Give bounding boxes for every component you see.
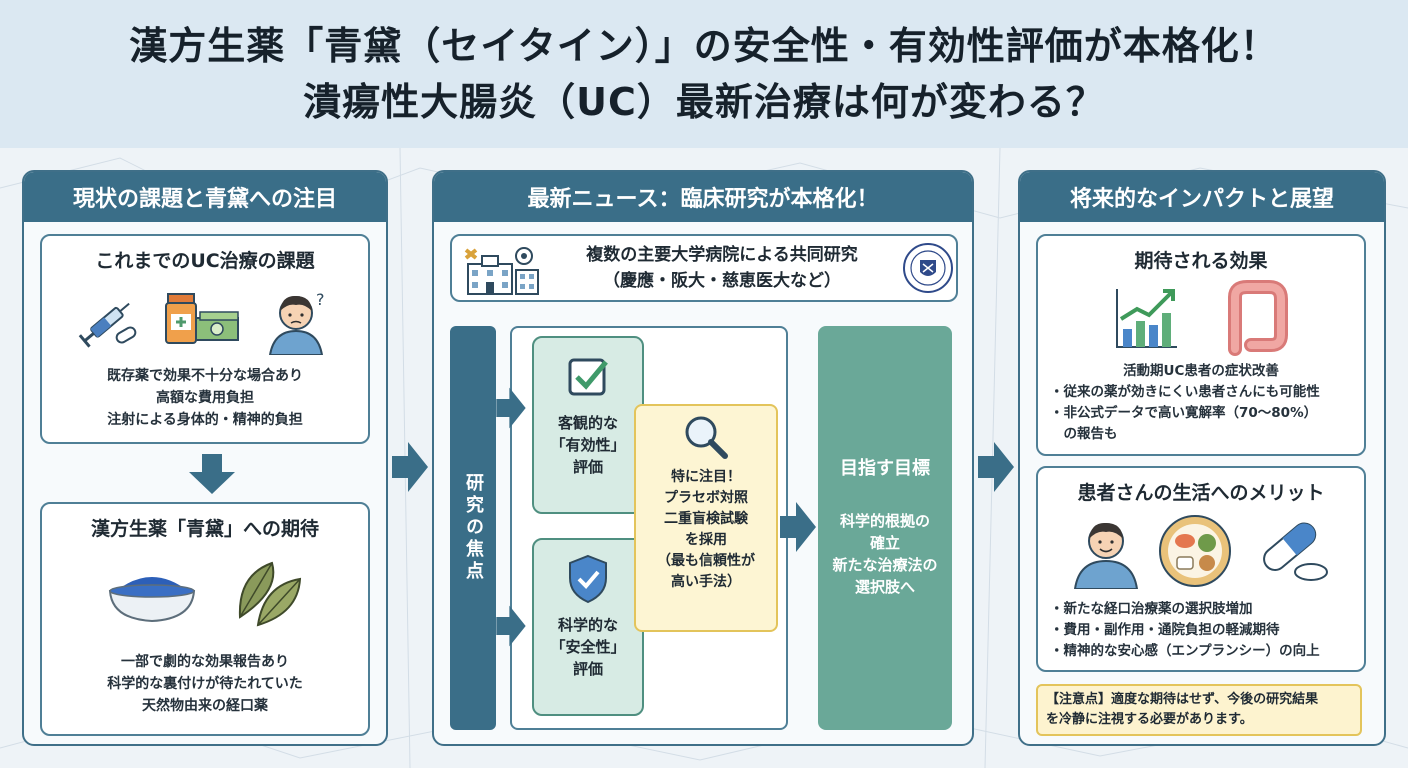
indigo-powder-icon	[108, 577, 196, 623]
patient-benefits-card: 患者さんの生活へのメリット	[1036, 466, 1366, 672]
research-focus-label: 研究の焦点	[450, 326, 496, 730]
uc-issue-line: 注射による身体的・精神的負担	[107, 412, 303, 428]
efficacy-text: 客観的な 「有効性」 評価	[534, 412, 642, 478]
future-impact-heading: 将来的なインパクトと展望	[1020, 172, 1384, 222]
safety-line: 科学的な	[557, 616, 618, 634]
patient-benefits-icons	[1038, 513, 1364, 589]
seitai-expectation-card: 漢方生薬「青黛」への期待 一部で劇的な効果報告あり 科学的な裏付けが待たれていた…	[40, 502, 370, 736]
attention-text: 特に注目！ プラセボ対照 二重盲検試験 を採用 （最も信頼性が 高い手法）	[636, 467, 776, 593]
latest-news-panel: 最新ニュース：臨床研究が本格化！ 複数の主要大学病院による共同研究 （慶應・阪大…	[432, 170, 974, 746]
expected-effect-item: ・従来の薬が効きにくい患者さんにも可能性	[1050, 384, 1320, 400]
arrow-right-icon	[978, 442, 1014, 492]
efficacy-line: 評価	[572, 458, 603, 476]
safety-line: 評価	[572, 660, 603, 678]
caution-note-line-1: 【注意点】適度な期待はせず、今後の研究結果	[1046, 692, 1319, 707]
shield-check-icon	[569, 554, 607, 604]
joint-research-banner: 複数の主要大学病院による共同研究 （慶應・阪大・慈恵医大など）	[450, 234, 958, 302]
patient-benefit-item: ・新たな経口治療薬の選択肢増加	[1050, 601, 1253, 617]
joint-research-text: 複数の主要大学病院による共同研究 （慶應・阪大・慈恵医大など）	[552, 242, 892, 294]
expected-effects-list: ・従来の薬が効きにくい患者さんにも可能性 ・非公式データで高い寛解率（70〜80…	[1038, 382, 1364, 445]
magnifier-icon	[685, 416, 728, 459]
checkmark-box-icon	[568, 358, 608, 396]
joint-research-line-1: 複数の主要大学病院による共同研究	[586, 245, 858, 265]
goal-text: 科学的根拠の 確立 新たな治療法の 選択肢へ	[818, 510, 952, 598]
seitai-line: 科学的な裏付けが待たれていた	[107, 676, 303, 692]
arrow-down-icon	[189, 454, 235, 494]
patient-benefits-list: ・新たな経口治療薬の選択肢増加 ・費用・副作用・通院負担の軽減期待 ・精神的な安…	[1038, 599, 1364, 662]
uc-issues-list: 既存薬で効果不十分な場合あり 高額な費用負担 注射による身体的・精神的負担	[42, 365, 368, 431]
current-issues-heading: 現状の課題と青黛への注目	[24, 172, 386, 222]
patient-benefit-item: ・費用・副作用・通院負担の軽減期待	[1050, 622, 1280, 638]
university-seal-icon	[903, 243, 953, 293]
expected-effects-card: 期待される効果 活動期UC患者の症状改善 ・従来の薬が効きにくい患者さんにも可能…	[1036, 234, 1366, 456]
leaf-icon	[238, 561, 302, 627]
goal-title: 目指す目標	[840, 458, 930, 479]
syringe-icon	[78, 302, 137, 348]
arrow-right-icon	[780, 502, 816, 552]
main-title-line-1: 漢方生薬「青黛（セイタイン）」の安全性・有効性評価が本格化！	[129, 24, 1279, 68]
smiling-person-icon	[1073, 522, 1139, 589]
expected-effect-item: ・非公式データで高い寛解率（70〜80%）	[1050, 405, 1318, 421]
meal-plate-icon	[1159, 515, 1231, 587]
uc-issue-line: 高額な費用負担	[156, 390, 254, 406]
rising-chart-icon	[1116, 289, 1177, 348]
seitai-expectation-list: 一部で劇的な効果報告あり 科学的な裏付けが待たれていた 天然物由来の経口薬	[42, 651, 368, 717]
colon-icon	[1228, 280, 1288, 356]
confused-person-icon: ?	[268, 290, 325, 355]
uc-issues-title: これまでのUC治療の課題	[95, 250, 315, 272]
caution-note: 【注意点】適度な期待はせず、今後の研究結果 を冷静に注視する必要があります。	[1036, 684, 1362, 736]
svg-text:?: ?	[316, 290, 325, 309]
seitai-icons	[42, 555, 368, 629]
attention-line: （最も信頼性が	[657, 553, 755, 569]
expected-effect-item: の報告も	[1050, 426, 1118, 442]
safety-evaluation-box: 科学的な 「安全性」 評価	[532, 538, 644, 716]
efficacy-line: 「有効性」	[550, 436, 626, 454]
safety-text: 科学的な 「安全性」 評価	[534, 614, 642, 680]
current-issues-panel: 現状の課題と青黛への注目 これまでのUC治療の課題	[22, 170, 388, 746]
arrow-right-icon	[392, 442, 428, 492]
seitai-expectation-title: 漢方生薬「青黛」への期待	[90, 518, 319, 540]
attention-line: 特に注目！	[671, 469, 741, 485]
arrow-right-icon	[496, 605, 526, 647]
efficacy-line: 客観的な	[557, 414, 618, 432]
attention-line: プラセボ対照	[664, 490, 748, 506]
title-banner: 漢方生薬「青黛（セイタイン）」の安全性・有効性評価が本格化！ 潰瘍性大腸炎（UC…	[0, 0, 1408, 148]
attention-highlight-box: 特に注目！ プラセボ対照 二重盲検試験 を採用 （最も信頼性が 高い手法）	[634, 404, 778, 632]
latest-news-heading: 最新ニュース：臨床研究が本格化！	[434, 172, 972, 222]
research-focus-text: 研究の焦点	[463, 473, 484, 583]
arrow-right-icon	[496, 387, 526, 429]
attention-line: 高い手法）	[671, 574, 741, 590]
hospital-building-icon	[464, 247, 539, 295]
attention-line: を採用	[685, 532, 727, 548]
goal-line: 新たな治療法の	[832, 556, 938, 574]
attention-line: 二重盲検試験	[664, 511, 748, 527]
seitai-line: 一部で劇的な効果報告あり	[121, 654, 289, 670]
goal-line: 選択肢へ	[854, 578, 915, 596]
goal-line: 確立	[869, 534, 900, 552]
efficacy-evaluation-box: 客観的な 「有効性」 評価	[532, 336, 644, 514]
capsule-icon	[1263, 522, 1328, 581]
joint-research-line-2: （慶應・阪大・慈恵医大など）	[603, 271, 841, 291]
caution-note-line-2: を冷静に注視する必要があります。	[1046, 712, 1253, 727]
patient-benefit-item: ・精神的な安心感（エンプランシー）の向上	[1050, 643, 1320, 659]
patient-benefits-title: 患者さんの生活へのメリット	[1077, 482, 1325, 504]
seitai-line: 天然物由来の経口薬	[142, 698, 268, 714]
money-icon	[195, 311, 239, 341]
research-goal-box: 目指す目標 科学的根拠の 確立 新たな治療法の 選択肢へ	[818, 326, 952, 730]
expected-effects-title: 期待される効果	[1134, 250, 1268, 272]
future-impact-panel: 将来的なインパクトと展望 期待される効果 活動期UC患者の症状改善 ・従来の薬が…	[1018, 170, 1386, 746]
issues-icons: ?	[42, 287, 368, 355]
goal-line: 科学的根拠の	[839, 512, 930, 530]
expected-effects-subtitle: 活動期UC患者の症状改善	[1123, 363, 1279, 379]
safety-line: 「安全性」	[550, 638, 626, 656]
medicine-bottle-icon	[165, 293, 239, 344]
main-title-line-2: 潰瘍性大腸炎（UC）最新治療は何が変わる？	[303, 80, 1105, 124]
expected-effects-icons	[1038, 279, 1364, 359]
uc-issue-line: 既存薬で効果不十分な場合あり	[107, 368, 303, 384]
uc-treatment-issues-card: これまでのUC治療の課題	[40, 234, 370, 444]
